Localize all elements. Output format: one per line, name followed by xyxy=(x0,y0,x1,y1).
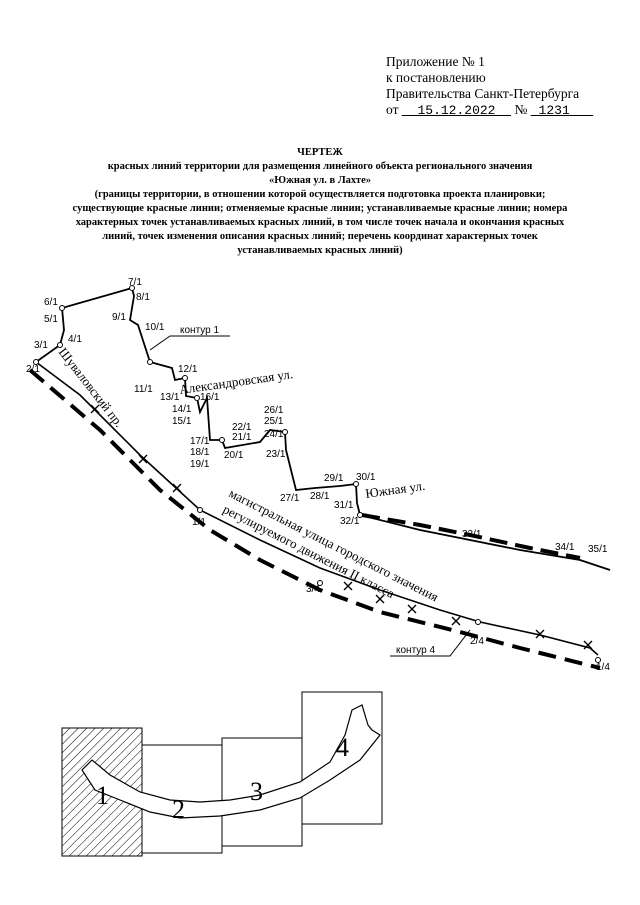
point-label: 4/1 xyxy=(68,334,82,345)
point-label: 16/1 xyxy=(200,392,220,403)
point-label: 29/1 xyxy=(324,473,344,484)
point-label: 3/4 xyxy=(306,584,320,595)
contour-1-label: контур 1 xyxy=(180,325,219,336)
point-label: 2/4 xyxy=(470,636,484,647)
point-label: 3/1 xyxy=(34,340,48,351)
point-label: 23/1 xyxy=(266,449,286,460)
territory-boundary-upper xyxy=(361,513,581,560)
sheet-key-map: 1 2 3 4 xyxy=(61,691,383,857)
point-label: 13/1 xyxy=(160,392,180,403)
point-label: 19/1 xyxy=(190,459,210,470)
established-red-line-main xyxy=(35,361,599,656)
point-label: 28/1 xyxy=(310,491,330,502)
point-label: 32/1 xyxy=(340,516,360,527)
appendix-block: Приложение № 1 к постановлению Правитель… xyxy=(386,54,593,119)
sheet-4-number: 4 xyxy=(336,733,349,762)
appendix-line1: Приложение № 1 xyxy=(386,54,485,69)
point-label: 2/1 xyxy=(26,364,40,375)
red-lines-drawing: 2/1 3/1 4/1 5/1 6/1 7/1 8/1 9/1 10/1 11/… xyxy=(26,277,611,673)
point-label: 12/1 xyxy=(178,364,198,375)
heading-line1: красных линий территории для размещения … xyxy=(107,161,533,172)
heading-line3: (границы территории, в отношении которой… xyxy=(94,189,546,200)
point-label: 14/1 xyxy=(172,404,192,415)
point-label: 1/1 xyxy=(192,517,206,528)
point-label: 17/1 xyxy=(190,436,210,447)
appendix-number-value: 1231 xyxy=(538,103,570,118)
point-label: 22/1 xyxy=(232,422,252,433)
contour-4-callout: контур 4 xyxy=(390,629,471,657)
point-label: 5/1 xyxy=(44,314,58,325)
contour-4-label: контур 4 xyxy=(396,645,435,656)
sheet-1-number: 1 xyxy=(96,781,109,810)
sheet-3-number: 3 xyxy=(250,777,263,806)
point-label: 1/4 xyxy=(596,662,610,673)
territory-boundary-lower xyxy=(28,368,601,670)
point-label: 35/1 xyxy=(588,544,608,555)
appendix-line2: к постановлению xyxy=(386,70,486,85)
appendix-line3: Правительства Санкт-Петербурга xyxy=(386,86,580,101)
appendix-date-value: 15.12.2022 xyxy=(417,103,496,118)
point-label: 18/1 xyxy=(190,447,210,458)
point-label: 15/1 xyxy=(172,416,192,427)
point-label: 31/1 xyxy=(334,500,354,511)
appendix-date: 15.12.2022 xyxy=(402,103,511,118)
point-label: 34/1 xyxy=(555,542,575,553)
appendix-date-row: от 15.12.2022 № 1231 xyxy=(386,102,593,119)
appendix-number: 1231 xyxy=(531,103,593,118)
contour-1-callout: контур 1 xyxy=(149,325,230,351)
point-markers xyxy=(33,285,601,663)
point-label: 24/1 xyxy=(264,429,284,440)
point-label: 21/1 xyxy=(232,432,252,443)
heading-line4: существующие красные линии; отменяемые к… xyxy=(72,203,568,214)
sheet-2-number: 2 xyxy=(172,795,185,824)
cross-markers xyxy=(90,404,593,650)
point-label: 30/1 xyxy=(356,472,376,483)
contour-1-line xyxy=(35,286,611,571)
date-prefix: от xyxy=(386,102,399,117)
heading-line5: характерных точек устанавливаемых красны… xyxy=(75,217,565,228)
point-label: 25/1 xyxy=(264,416,284,427)
point-label: 27/1 xyxy=(280,493,300,504)
heading-line2: «Южная ул. в Лахте» xyxy=(269,175,371,186)
drawing-title: ЧЕРТЕЖ xyxy=(297,147,343,158)
point-label: 26/1 xyxy=(264,405,284,416)
street-shuvalovsky: Шуваловский пр. xyxy=(56,345,127,430)
route-outline xyxy=(81,704,381,819)
point-label: 20/1 xyxy=(224,450,244,461)
sheet-4-frame xyxy=(301,691,383,825)
heading-line6: линий, точек изменения описания красных … xyxy=(102,231,538,242)
number-prefix: № xyxy=(514,102,528,117)
point-label: 10/1 xyxy=(145,322,165,333)
heading-line7: устанавливаемых красных линий) xyxy=(237,245,403,256)
point-label: 33/1 xyxy=(462,529,482,540)
point-label: 11/1 xyxy=(134,384,153,395)
point-label: 9/1 xyxy=(112,312,126,323)
point-label: 7/1 xyxy=(128,277,142,288)
point-label: 6/1 xyxy=(44,297,58,308)
point-label: 8/1 xyxy=(136,292,150,303)
